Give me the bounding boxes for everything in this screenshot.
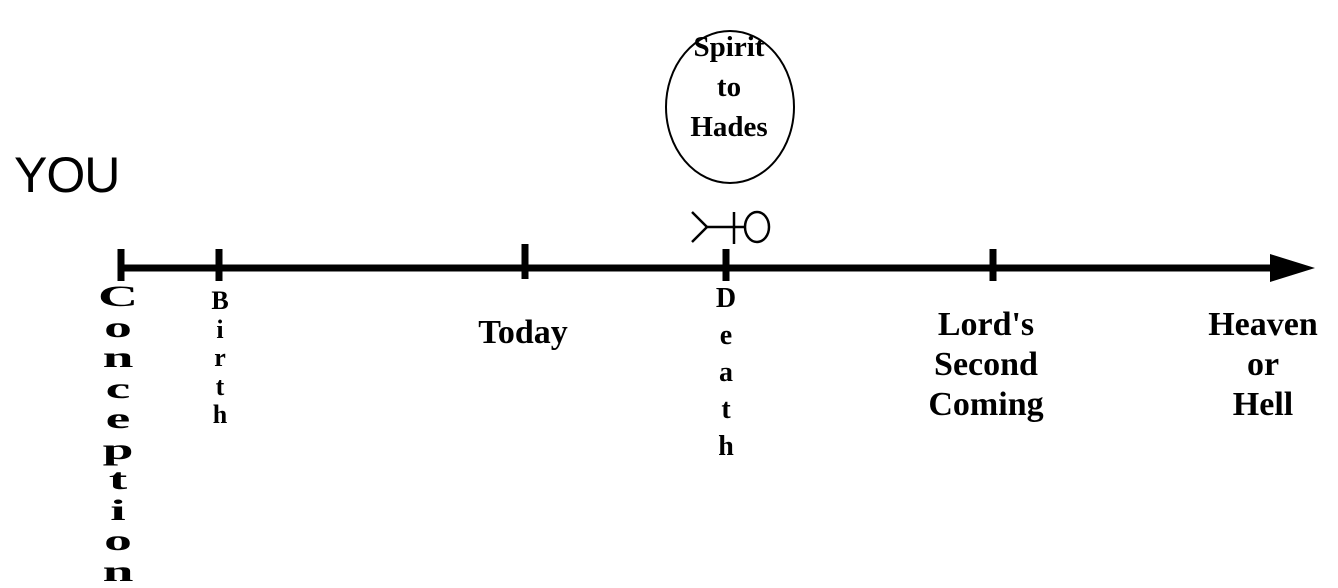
- label-conception-letter: c: [105, 371, 131, 405]
- label-today: Today: [478, 314, 568, 351]
- label-death-letter: D: [715, 283, 737, 314]
- label-conception-letter: o: [104, 524, 132, 557]
- label-birth-letter: B: [211, 286, 229, 315]
- label-conception-letter: C: [97, 280, 139, 313]
- timeline-arrowhead: [1270, 254, 1315, 282]
- label-death-letter: a: [719, 357, 733, 388]
- label-second-coming: Lord's Second Coming: [892, 308, 1080, 428]
- label-birth-letter: t: [215, 371, 225, 401]
- label-conception-letter: i: [110, 493, 126, 527]
- label-second-coming-line: Coming: [928, 386, 1044, 423]
- label-conception-letter: n: [102, 554, 134, 588]
- label-heaven-or-hell: Heaven or Hell: [1180, 308, 1338, 428]
- spirit-bubble-line: Spirit: [693, 31, 765, 63]
- spirit-bubble-text: Spirit to Hades: [668, 33, 790, 153]
- label-heaven-or-hell-line: Heaven: [1208, 306, 1318, 343]
- spirit-bubble-line: Hades: [690, 111, 768, 143]
- spirit-bubble-line: to: [716, 71, 742, 103]
- label-conception-letter: e: [105, 402, 131, 435]
- label-conception-letter: t: [108, 463, 128, 496]
- label-death-letter: h: [718, 431, 734, 462]
- fallen-stick-figure-icon: [691, 210, 771, 244]
- label-death-letter: t: [721, 394, 731, 425]
- label-birth-letter: i: [216, 314, 224, 344]
- timeline-diagram: [117, 30, 1315, 282]
- label-death-letter: e: [719, 320, 733, 351]
- spirit-bubble: [665, 30, 795, 184]
- label-heaven-or-hell-line: Hell: [1232, 386, 1294, 423]
- label-conception-letter: n: [102, 341, 134, 374]
- label-birth-letter: r: [214, 343, 226, 372]
- label-second-coming-line: Lord's: [937, 306, 1035, 343]
- label-conception-letter: o: [104, 310, 132, 344]
- label-second-coming-line: Second: [934, 346, 1038, 383]
- label-birth-letter: h: [212, 400, 228, 429]
- title-you: YOU: [14, 147, 120, 203]
- label-conception-letter: p: [102, 432, 134, 466]
- label-heaven-or-hell-line: or: [1246, 346, 1280, 383]
